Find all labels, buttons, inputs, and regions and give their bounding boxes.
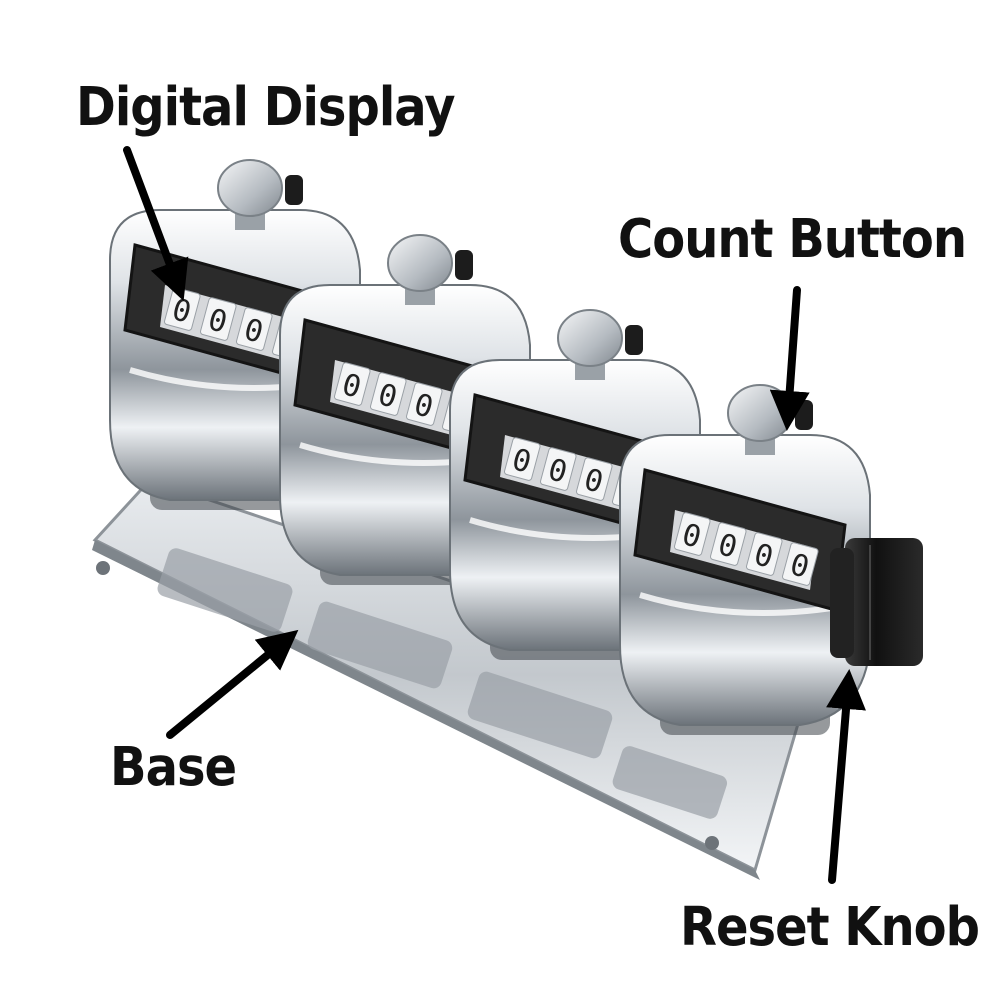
arrow-digital-display — [123, 146, 189, 301]
base-plate — [92, 478, 807, 880]
reset-knob[interactable] — [830, 538, 923, 666]
count-button[interactable] — [387, 234, 453, 305]
digital-display-label: Digital Display — [76, 75, 455, 139]
mounting-hole-left — [96, 561, 110, 575]
count-button-label: Count Button — [618, 207, 967, 271]
reset-knob-label: Reset Knob — [680, 895, 980, 959]
arrow-count-button — [769, 286, 810, 431]
arrow-reset-knob — [826, 669, 866, 884]
mounting-hole-right — [705, 836, 719, 850]
count-button[interactable] — [557, 309, 623, 380]
arrow-base — [166, 629, 299, 739]
callout-arrows — [123, 146, 866, 884]
base-label: Base — [110, 735, 237, 799]
count-button[interactable] — [217, 159, 283, 230]
